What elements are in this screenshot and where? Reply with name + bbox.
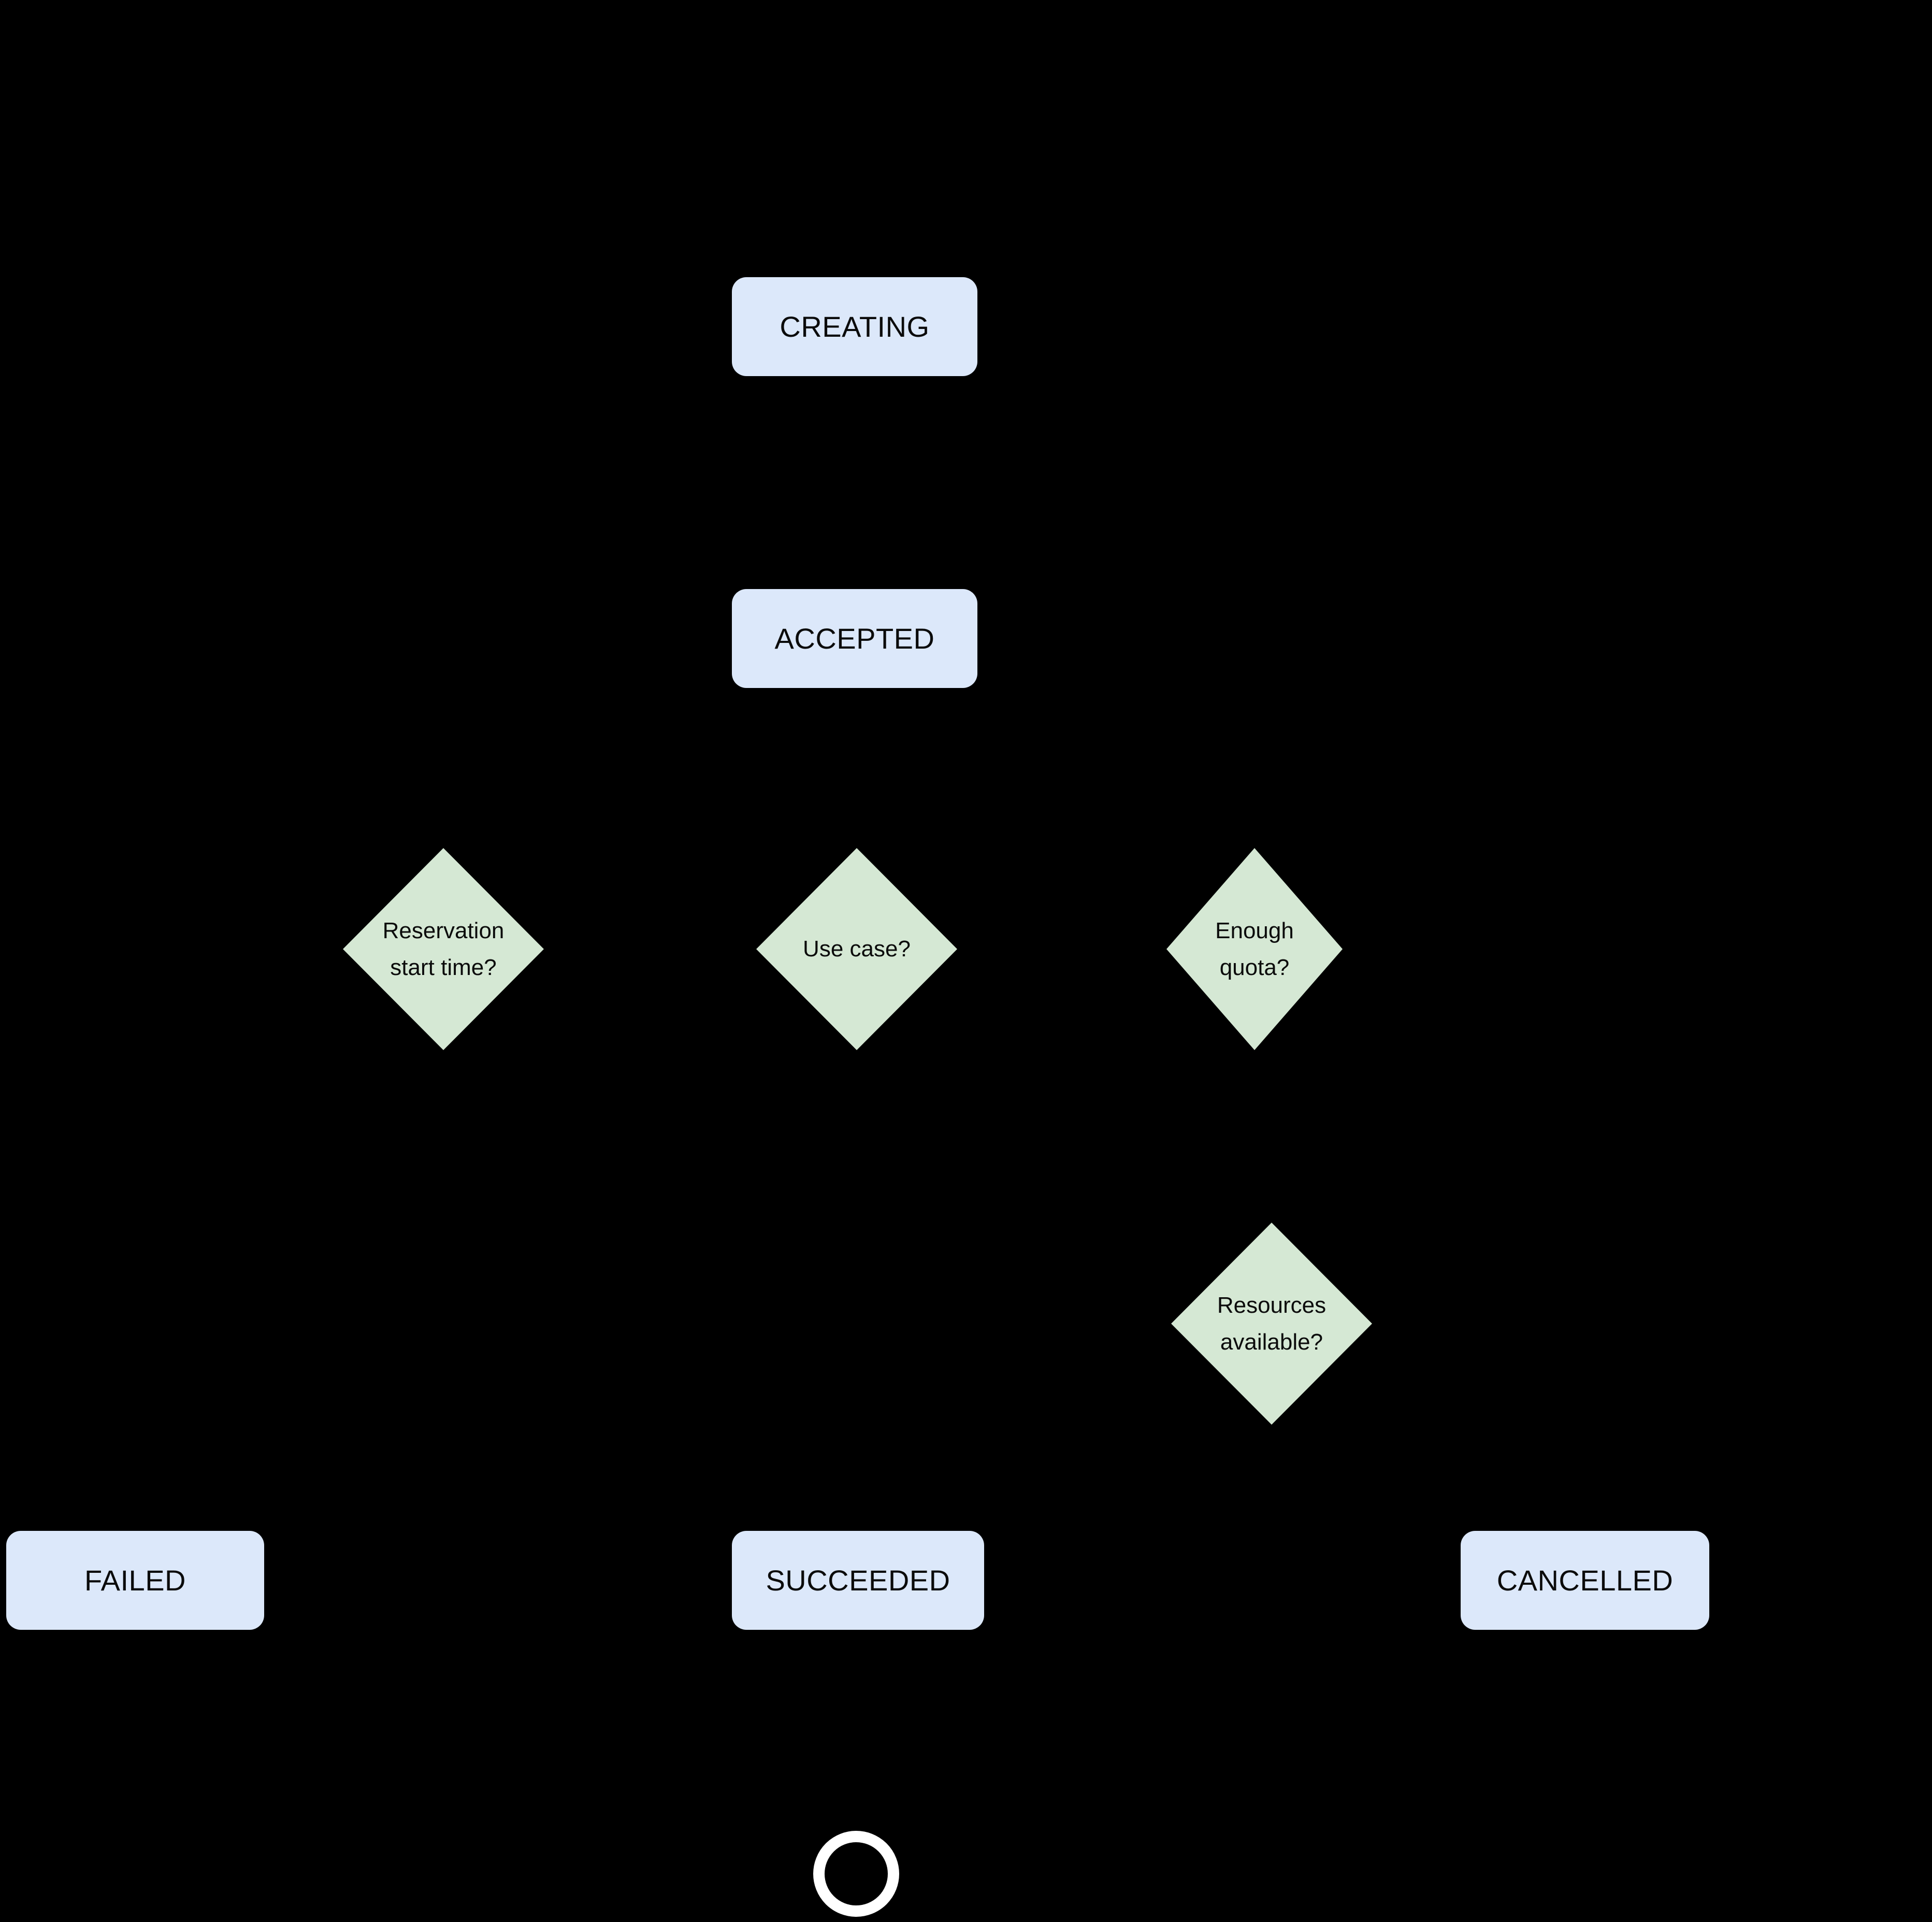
state-label-cancelled: CANCELLED <box>1496 1564 1674 1597</box>
state-node-failed[interactable]: FAILED <box>6 1531 264 1630</box>
state-label-failed: FAILED <box>84 1564 186 1597</box>
edge-use-case-to-succeeded <box>849 1050 866 1531</box>
state-label-succeeded: SUCCEEDED <box>766 1564 950 1597</box>
edge-creating-to-accepted <box>846 376 863 589</box>
diamond-shape-icon <box>756 848 957 1050</box>
diamond-shape-icon <box>1171 1223 1372 1425</box>
edge-accepted-to-use-case <box>848 688 865 848</box>
state-label-accepted: ACCEPTED <box>774 622 935 655</box>
decision-node-reservation-start-time[interactable]: Reservation start time? <box>343 848 544 1050</box>
state-node-accepted[interactable]: ACCEPTED <box>732 589 977 688</box>
diamond-shape-icon <box>1166 848 1343 1050</box>
edge-resources-available-to-cancelled <box>1270 1425 1593 1531</box>
edge-accepted-to-reservation-start-time <box>435 688 857 848</box>
edge-enough-quota-to-resources-available <box>1252 1050 1280 1223</box>
state-node-creating[interactable]: CREATING <box>732 277 977 376</box>
edge-reservation-start-time-to-failed <box>127 1050 445 1531</box>
decision-node-resources-available[interactable]: Resources available? <box>1171 1223 1372 1425</box>
state-label-creating: CREATING <box>780 310 930 343</box>
edge-succeeded-to-terminal <box>848 1630 865 1831</box>
state-node-cancelled[interactable]: CANCELLED <box>1461 1531 1709 1630</box>
decision-node-use-case[interactable]: Use case? <box>756 848 957 1050</box>
edge-accepted-to-enough-quota <box>853 688 1263 848</box>
diamond-shape-icon <box>343 848 544 1050</box>
decision-node-enough-quota[interactable]: Enough quota? <box>1166 848 1343 1050</box>
state-node-succeeded[interactable]: SUCCEEDED <box>732 1531 984 1630</box>
end-state-ring-icon <box>813 1831 899 1917</box>
